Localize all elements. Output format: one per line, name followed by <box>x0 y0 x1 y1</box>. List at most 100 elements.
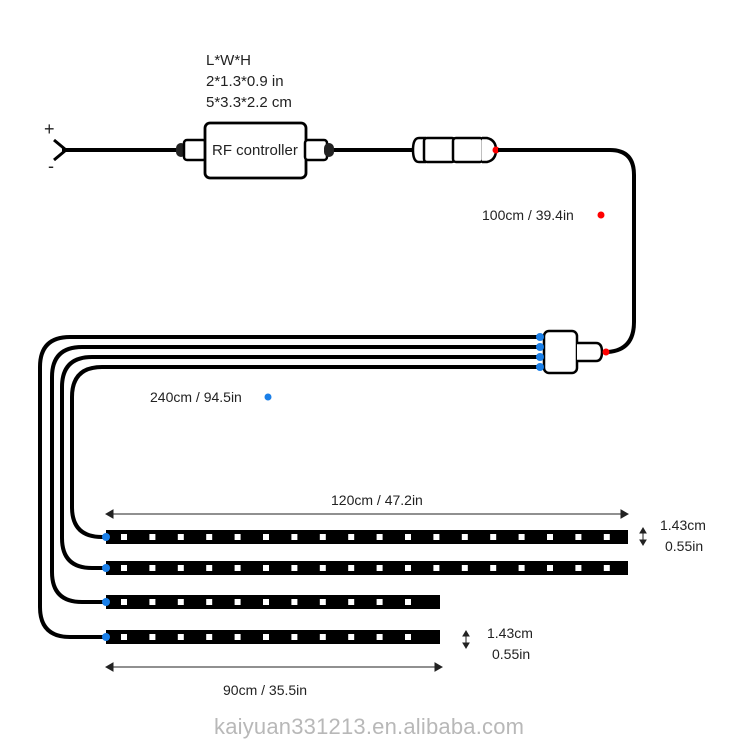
short-strip-width-in: 0.55in <box>492 646 531 662</box>
led-chip <box>575 534 582 540</box>
splitter-output-dot <box>536 333 544 341</box>
strip-input-dot <box>102 633 110 641</box>
led-chip <box>319 634 326 640</box>
branch-cable-length-label: 240cm / 94.5in <box>150 389 242 405</box>
led-chip <box>263 634 269 640</box>
controller-left-grommet <box>176 138 208 162</box>
led-chip <box>405 599 411 605</box>
strip-input-dot <box>102 564 110 572</box>
short-strip-length-label: 90cm / 35.5in <box>223 682 308 698</box>
led-chip <box>405 565 411 571</box>
led-chip <box>348 565 355 571</box>
led-strip-120cm <box>102 561 628 575</box>
width-arrow-long <box>639 527 647 546</box>
main-cable-legend-dot <box>597 211 605 219</box>
power-plus-label: + <box>44 119 55 139</box>
led-chip <box>177 599 184 605</box>
power-plug-icon <box>53 138 69 162</box>
led-chip <box>206 565 213 571</box>
led-chip <box>149 634 156 640</box>
main-cable-100cm <box>498 148 636 354</box>
led-chip <box>177 634 184 640</box>
watermark: kaiyuan331213.en.alibaba.com <box>214 714 525 739</box>
splitter-output-dot <box>536 343 544 351</box>
long-strip-length-label: 120cm / 47.2in <box>331 492 423 508</box>
branch-wire <box>38 335 540 639</box>
led-strip-90cm <box>102 595 440 609</box>
led-chip <box>461 534 468 540</box>
led-chip <box>575 565 582 571</box>
branch-wire <box>60 355 540 570</box>
led-chip <box>348 634 355 640</box>
splitter-input-dot <box>602 348 610 356</box>
led-chip <box>234 565 241 571</box>
inline-connector <box>411 136 498 164</box>
led-chip <box>547 565 553 571</box>
splitter-output-dots <box>536 333 544 371</box>
led-chip <box>177 565 184 571</box>
led-chip <box>121 534 127 540</box>
led-strip-120cm <box>102 530 628 544</box>
led-chip <box>319 534 326 540</box>
led-chip <box>234 534 241 540</box>
led-chip <box>291 599 298 605</box>
branch-cable-legend-dot <box>264 393 272 401</box>
led-chip <box>206 599 213 605</box>
led-chip <box>376 534 383 540</box>
branch-wire <box>50 345 540 604</box>
dimension-arrow-120cm <box>104 509 630 519</box>
short-strip-width-cm: 1.43cm <box>487 625 533 641</box>
dimensions-inches: 2*1.3*0.9 in <box>206 73 284 90</box>
led-strips <box>102 530 628 644</box>
main-cable-start-dot <box>492 146 500 154</box>
strip-input-dot <box>102 533 110 541</box>
led-chip <box>433 565 440 571</box>
led-chip <box>603 565 610 571</box>
led-chip <box>490 534 497 540</box>
led-chip <box>405 634 411 640</box>
led-chip <box>405 534 411 540</box>
led-chip <box>206 634 213 640</box>
led-chip <box>121 599 127 605</box>
led-chip <box>291 565 298 571</box>
strip-input-dot <box>102 598 110 606</box>
power-minus-label: - <box>48 156 54 176</box>
led-chip <box>319 565 326 571</box>
led-chip <box>433 534 440 540</box>
dimensions-title: L*W*H <box>206 52 252 69</box>
width-arrow-short <box>462 630 470 649</box>
branch-wires <box>38 335 540 639</box>
led-chip <box>547 534 553 540</box>
main-cable-length-label: 100cm / 39.4in <box>482 207 574 223</box>
led-chip <box>518 534 525 540</box>
led-chip <box>603 534 610 540</box>
dimension-arrow-90cm <box>104 662 444 672</box>
led-chip <box>149 565 156 571</box>
led-chip <box>291 534 298 540</box>
led-chip <box>263 534 269 540</box>
long-strip-width-cm: 1.43cm <box>660 517 706 533</box>
led-chip <box>263 565 269 571</box>
splitter-output-dot <box>536 353 544 361</box>
strip-body <box>106 630 440 644</box>
led-chip <box>263 599 269 605</box>
dimensions-cm: 5*3.3*2.2 cm <box>206 94 292 111</box>
led-chip <box>490 565 497 571</box>
strip-body <box>106 561 628 575</box>
led-chip <box>348 599 355 605</box>
led-chip <box>121 565 127 571</box>
led-chip <box>149 534 156 540</box>
led-chip <box>234 599 241 605</box>
strip-body <box>106 595 440 609</box>
led-chip <box>177 534 184 540</box>
strip-body <box>106 530 628 544</box>
led-chip <box>348 534 355 540</box>
splitter-box <box>542 329 604 375</box>
rf-controller-label: RF controller <box>212 142 298 159</box>
led-chip <box>121 634 127 640</box>
led-chip <box>319 599 326 605</box>
led-chip <box>291 634 298 640</box>
branch-wire <box>70 365 540 539</box>
